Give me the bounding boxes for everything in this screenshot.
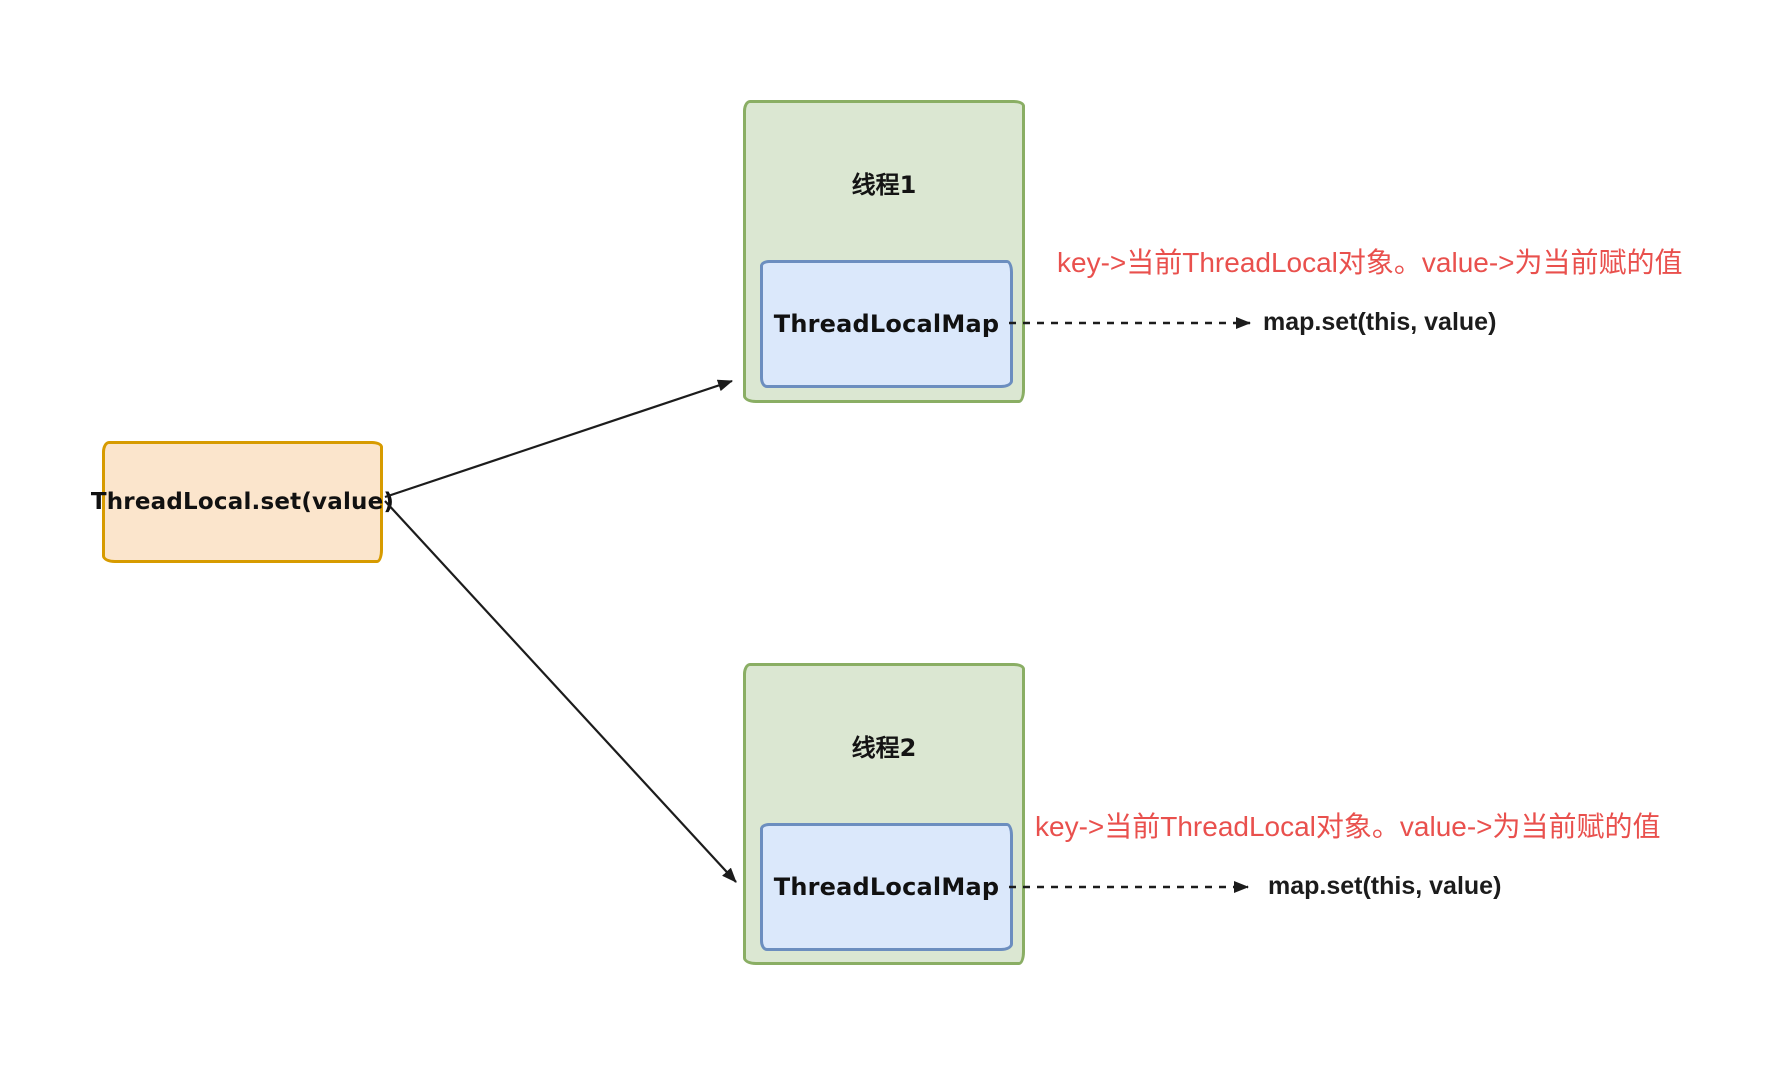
thread2-threadlocalmap-label: ThreadLocalMap (773, 873, 1000, 901)
source-box-threadlocal-set: ThreadLocal.set(value) (91, 441, 394, 563)
arrow-source-to-thread1 (384, 379, 733, 499)
arrow-source-to-thread2 (384, 500, 737, 883)
thread2-title: 线程2 (851, 734, 917, 762)
thread1-map-set-text: map.set(this, value) (1263, 308, 1497, 336)
thread1-title: 线程1 (851, 171, 917, 199)
thread1-threadlocalmap-label: ThreadLocalMap (773, 310, 1000, 338)
thread1-box: 线程1 ThreadLocalMap (743, 100, 1025, 403)
source-box-label: ThreadLocal.set(value) (90, 489, 395, 515)
thread1-threadlocalmap-box: ThreadLocalMap (760, 260, 1013, 388)
thread2-threadlocalmap-box: ThreadLocalMap (760, 823, 1013, 951)
thread1-key-value-annotation: key->当前ThreadLocal对象。value->为当前赋的值 (1057, 247, 1683, 278)
thread2-box: 线程2 ThreadLocalMap (743, 663, 1025, 965)
thread2-key-value-annotation: key->当前ThreadLocal对象。value->为当前赋的值 (1035, 811, 1661, 842)
thread2-map-set-text: map.set(this, value) (1268, 872, 1502, 900)
